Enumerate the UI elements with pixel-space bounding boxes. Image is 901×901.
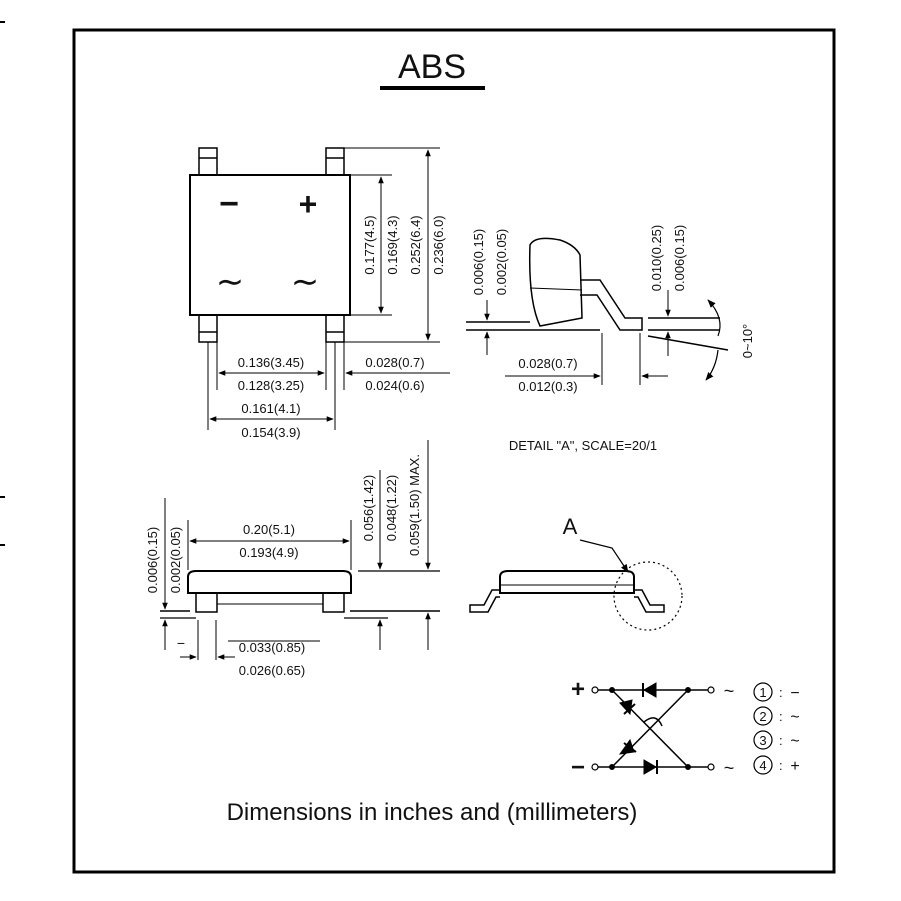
minus-terminal-symbol: −	[219, 185, 239, 223]
profile-view	[469, 539, 683, 631]
detail-dim-foot-b: 0.012(0.3)	[518, 379, 577, 394]
pin-colon-2: :	[779, 709, 783, 724]
pin-number-4: 4	[759, 758, 766, 773]
pin-function-4: +	[790, 758, 799, 775]
schematic-ac-bottom: ~	[724, 758, 735, 778]
dim-height-c: 0.252(6.4)	[408, 215, 423, 274]
pin-number-3: 3	[759, 733, 766, 748]
side-dim-length-a: 0.20(5.1)	[243, 522, 295, 537]
detail-dim-thickness-a: 0.010(0.25)	[649, 225, 664, 292]
units-note: Dimensions in inches and (millimeters)	[227, 799, 638, 826]
pin-function-3: ~	[790, 733, 799, 750]
schematic-ac-top: ~	[724, 681, 735, 701]
plus-terminal-symbol: +	[299, 186, 318, 222]
ac-terminal-symbol-right: ∼	[291, 263, 320, 301]
side-dim-max: 0.059(1.50) MAX.	[407, 454, 422, 556]
pin-number-1: 1	[759, 685, 766, 700]
dim-height-b: 0.169(4.3)	[385, 215, 400, 274]
schematic-plus: +	[571, 676, 585, 703]
side-dim-lead-a: 0.033(0.85)	[239, 640, 306, 655]
pin-number-2: 2	[759, 709, 766, 724]
detail-angle: 0~10°	[740, 324, 755, 358]
detail-dim-foot-a: 0.028(0.7)	[518, 356, 577, 371]
pin-function-2: ~	[790, 709, 799, 726]
pin-colon-1: :	[779, 685, 783, 700]
pin-colon-4: :	[779, 758, 783, 773]
side-minus-mark: −	[177, 635, 185, 651]
side-dim-standoff-b: 0.002(0.05)	[168, 527, 183, 594]
dim-height-a: 0.177(4.5)	[362, 215, 377, 274]
dim-lead-b: 0.024(0.6)	[365, 378, 424, 393]
dim-lead-a: 0.028(0.7)	[365, 355, 424, 370]
dim-pitch-a: 0.136(3.45)	[238, 355, 305, 370]
detail-dim-thickness-b: 0.006(0.15)	[672, 225, 687, 292]
top-view	[189, 147, 450, 430]
drawing-title: ABS	[398, 48, 466, 86]
side-view	[160, 440, 440, 660]
side-dim-lead-b: 0.026(0.65)	[239, 663, 306, 678]
pin-colon-3: :	[779, 733, 783, 748]
side-dim-length-b: 0.193(4.9)	[239, 545, 298, 560]
side-dim-body-a: 0.056(1.42)	[361, 475, 376, 542]
side-dim-standoff-a: 0.006(0.15)	[145, 527, 160, 594]
detail-caption: DETAIL "A", SCALE=20/1	[509, 438, 657, 453]
detail-dim-standoff-b: 0.002(0.05)	[494, 229, 509, 296]
detail-dim-standoff-a: 0.006(0.15)	[471, 229, 486, 296]
dim-width-b: 0.154(3.9)	[241, 425, 300, 440]
dim-height-d: 0.236(6.0)	[431, 215, 446, 274]
drawing-frame	[72, 28, 836, 874]
dim-width-a: 0.161(4.1)	[241, 401, 300, 416]
ac-terminal-symbol-left: ∼	[216, 263, 245, 301]
dim-pitch-b: 0.128(3.25)	[238, 378, 305, 393]
bridge-schematic	[591, 682, 773, 775]
detail-a-marker: A	[563, 514, 578, 539]
detail-a-view	[466, 237, 729, 385]
pin-function-1: −	[790, 685, 799, 702]
schematic-minus: −	[571, 754, 585, 781]
side-dim-body-b: 0.048(1.22)	[384, 475, 399, 542]
